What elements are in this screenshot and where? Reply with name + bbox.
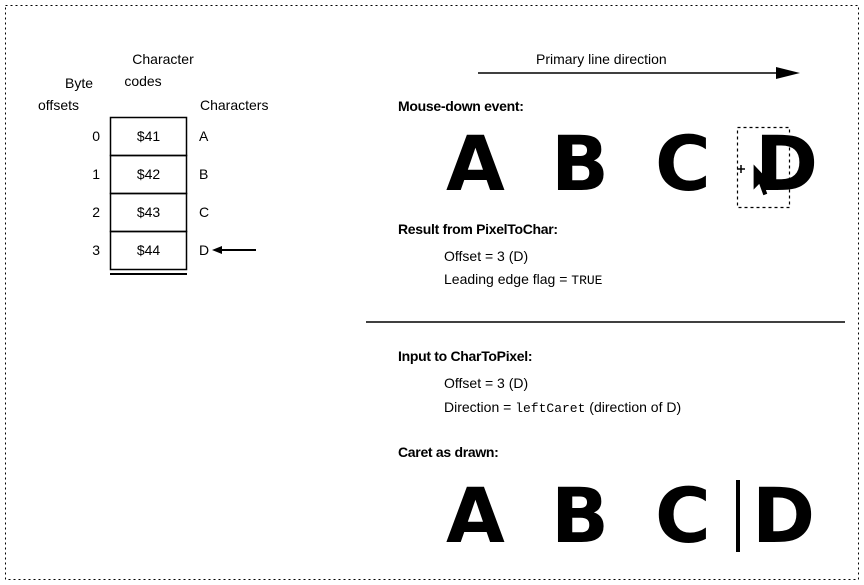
hit-box-d <box>736 126 791 209</box>
table-row-char: D <box>199 242 210 258</box>
input-direction-label: Direction = <box>444 399 516 415</box>
result-leading-edge: Leading edge flag = TRUE <box>444 272 603 287</box>
header-characters: Characters <box>200 97 269 113</box>
table-row-offset: 2 <box>92 204 100 220</box>
table-row-char: C <box>199 204 210 220</box>
dotted-frame <box>5 5 859 580</box>
primary-direction-label: Primary line direction <box>536 51 667 67</box>
table-row-code: $43 <box>136 204 161 220</box>
table-row-code: $42 <box>136 166 161 182</box>
header-character-codes-line2: codes <box>124 73 162 89</box>
table-row-offset: 3 <box>92 242 100 258</box>
code-box-3 <box>109 230 188 271</box>
table-row-offset: 0 <box>92 128 100 144</box>
input-direction-note: (direction of D) <box>585 399 682 415</box>
mouse-down-heading: Mouse-down event: <box>398 98 524 114</box>
mouse-pointer-icon <box>737 161 774 197</box>
table-row-offset: 1 <box>92 166 100 182</box>
mouse-down-letter: C <box>655 119 711 208</box>
caret-letter: A <box>446 471 505 560</box>
input-heading: Input to CharToPixel: <box>398 348 533 364</box>
header-byte-offsets-line2: offsets <box>38 97 79 113</box>
input-offset: Offset = 3 (D) <box>444 375 529 391</box>
table-row-code: $44 <box>136 242 161 258</box>
caret-letter: D <box>752 471 816 560</box>
result-offset: Offset = 3 (D) <box>444 248 529 264</box>
table-row-code: $41 <box>136 128 161 144</box>
input-direction: Direction = leftCaret (direction of D) <box>444 400 681 415</box>
header-character-codes-line1: Character <box>132 51 194 67</box>
result-heading: Result from PixelToChar: <box>398 221 558 237</box>
caret-letter: B <box>551 471 609 560</box>
result-leading-label: Leading edge flag = <box>444 271 572 287</box>
mouse-down-letter: D <box>755 119 819 208</box>
table-arrow-left-icon <box>212 246 256 254</box>
code-table-boxes <box>109 116 188 275</box>
mouse-down-letter: A <box>446 119 505 208</box>
input-direction-value: leftCaret <box>515 401 586 416</box>
arrow-right-icon <box>478 67 800 79</box>
table-row-char: B <box>199 166 209 182</box>
caret-heading: Caret as drawn: <box>398 444 499 460</box>
result-leading-value: TRUE <box>571 273 603 288</box>
caret-letter: C <box>655 471 711 560</box>
header-byte-offsets-line1: Byte <box>64 75 93 91</box>
mouse-down-letter: B <box>551 119 609 208</box>
table-row-char: A <box>199 128 209 144</box>
